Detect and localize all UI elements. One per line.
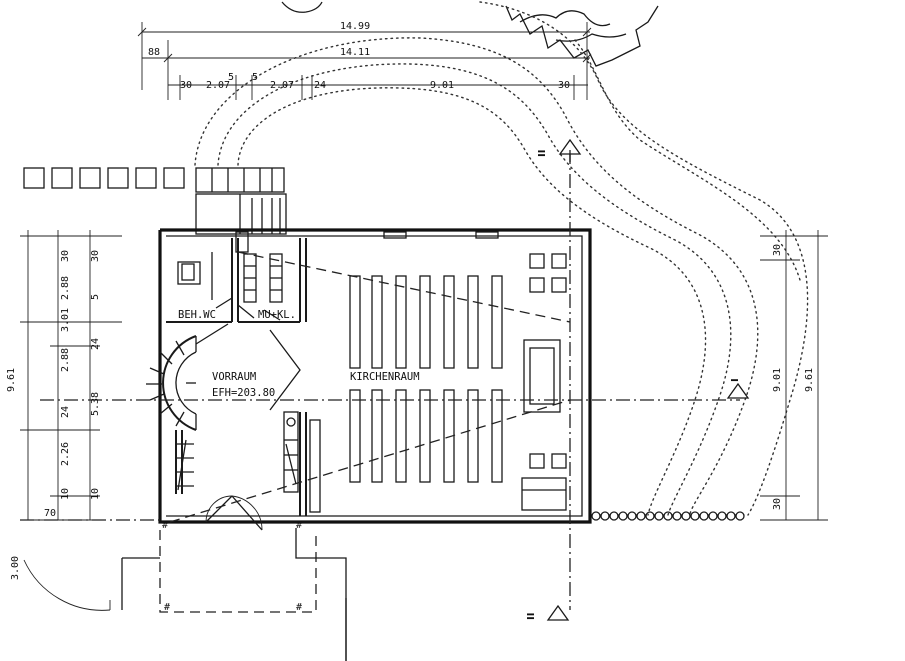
left-dimensions: 9.61 30 2.88 30 5 3.01 24 2.88 5.38 24 2… — [6, 230, 122, 580]
dim-chain-6: 9.01 — [430, 80, 454, 91]
label-mu-kl: MU+KL. — [258, 309, 296, 321]
label-beh-wc: BEH.WC — [178, 309, 216, 321]
dim-chain-2: 5 — [228, 72, 234, 83]
dim-left-m0: 2.88 — [60, 348, 71, 372]
dim-left-u1: 2.88 — [60, 276, 71, 300]
svg-text:#: # — [162, 520, 168, 531]
section-right-label: I — [730, 378, 741, 382]
svg-text:#: # — [164, 602, 170, 613]
dim-left-l0: 2.26 — [60, 442, 71, 466]
dim-left-overall: 9.61 — [6, 368, 17, 392]
dim-left-l3: 70 — [44, 508, 56, 519]
right-dimensions: 30 9.01 30 9.61 — [760, 230, 828, 521]
dim-right-top: 30 — [772, 244, 783, 256]
dim-top-offset: 88 — [148, 47, 160, 58]
svg-text:#: # — [296, 602, 302, 613]
exterior-paving: # # # # — [23, 520, 347, 661]
dim-left-u3: 5 — [90, 294, 101, 300]
dim-chain-5: 24 — [314, 80, 326, 91]
section-lines — [20, 150, 740, 610]
dim-left-m1: 5.38 — [90, 392, 101, 416]
label-efh: EFH=203.80 — [212, 387, 275, 399]
terrain-contours — [194, 1, 809, 516]
main-entrance-doors — [205, 495, 263, 531]
dim-left-l2: 10 — [90, 488, 101, 500]
dim-chain-3: 5 — [252, 72, 258, 83]
pews — [309, 275, 503, 513]
dim-left-m2: 24 — [60, 406, 71, 418]
dim-chain-7: 30 — [558, 80, 570, 91]
dim-left-u0: 30 — [60, 250, 71, 262]
dim-right-overall: 9.61 — [804, 368, 815, 392]
room-labels: BEH.WC MU+KL. VORRAUM EFH=203.80 KIRCHEN… — [178, 309, 420, 399]
section-bottom-label: II — [526, 613, 537, 620]
dim-chain-0: 30 — [180, 80, 192, 91]
tree-outlines — [281, 1, 659, 67]
dim-right-bottom: 30 — [772, 498, 783, 510]
dim-chain-4: 2.07 — [270, 80, 294, 91]
svg-text:#: # — [296, 520, 302, 531]
entrance-steps — [195, 193, 287, 235]
section-marker-top: II — [537, 138, 582, 162]
dim-right-inner: 9.01 — [772, 368, 783, 392]
dim-top-second: 14.11 — [340, 47, 370, 58]
dim-left-u4: 3.01 — [60, 308, 71, 332]
hedge-row — [591, 511, 745, 521]
label-kirchenraum: KIRCHENRAUM — [350, 371, 420, 383]
top-dimensions: 14.99 14.11 88 30 2.07 5 5 2.07 24 9.01 … — [137, 21, 592, 100]
vorraum-zone — [175, 323, 301, 494]
dim-top-overall: 14.99 — [340, 21, 370, 32]
dim-left-l1: 10 — [60, 488, 71, 500]
chancel-furniture — [521, 253, 567, 511]
garden-fence-boxes — [23, 167, 285, 193]
dim-chain-1: 2.07 — [206, 80, 230, 91]
dim-left-door: 3.00 — [10, 556, 21, 580]
dim-left-u5: 24 — [90, 338, 101, 350]
dim-left-u2: 30 — [90, 250, 101, 262]
section-marker-right: I — [726, 378, 750, 399]
section-marker-bottom: II — [526, 604, 570, 621]
section-top-label: II — [537, 150, 548, 157]
label-vorraum: VORRAUM — [212, 371, 256, 383]
spiral-staircase — [146, 335, 197, 431]
building-walls — [158, 228, 592, 524]
